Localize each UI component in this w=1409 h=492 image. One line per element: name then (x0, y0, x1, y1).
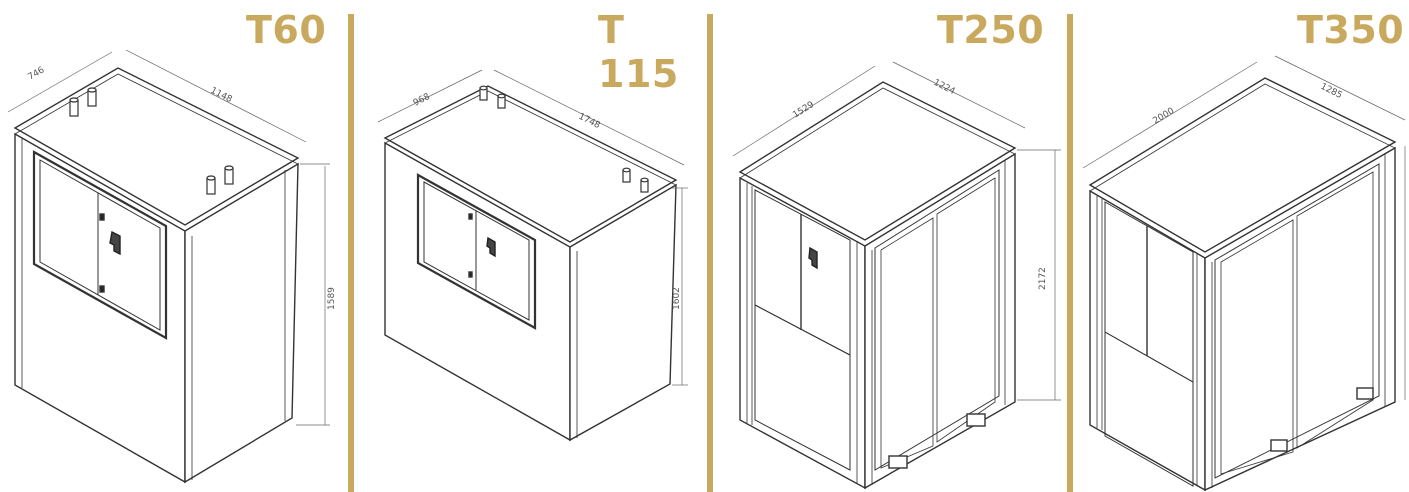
t115-dim-depth: 1748 (577, 112, 602, 131)
t115-isometric-drawing: 968 1748 1602 (377, 69, 688, 442)
t350-dim-width: 2000 (1151, 106, 1176, 127)
t250-dim-height: 2172 (1038, 267, 1048, 290)
t60-dim-depth: 1148 (209, 86, 234, 105)
t350-isometric-drawing: 2000 1285 (1082, 55, 1406, 492)
model-title-t250: T250 (937, 8, 1045, 52)
t250-dim-width: 1529 (791, 100, 816, 121)
panel-t250: 1529 1224 2172 T250 (715, 0, 1065, 492)
t250-dim-depth: 1224 (932, 78, 957, 97)
t115-dim-width: 968 (412, 92, 432, 109)
divider (348, 14, 354, 492)
panel-t115: 968 1748 1602 T 115 (360, 0, 705, 492)
t250-isometric-drawing: 1529 1224 2172 (732, 61, 1061, 490)
model-title-t115: T 115 (598, 8, 679, 96)
divider (707, 14, 713, 492)
t60-dim-height: 1589 (327, 287, 337, 310)
t60-dim-width: 746 (27, 65, 47, 82)
panel-t60: 746 1148 1589 T60 (0, 0, 345, 492)
t350-dim-depth: 1285 (1319, 82, 1344, 101)
divider (1067, 14, 1073, 492)
t115-dim-height: 1602 (672, 287, 682, 310)
panel-t350: 2000 1285 T350 (1075, 0, 1409, 492)
t60-isometric-drawing: 746 1148 1589 (7, 49, 337, 484)
model-title-t60: T60 (246, 8, 327, 52)
model-title-t350: T350 (1297, 8, 1405, 52)
